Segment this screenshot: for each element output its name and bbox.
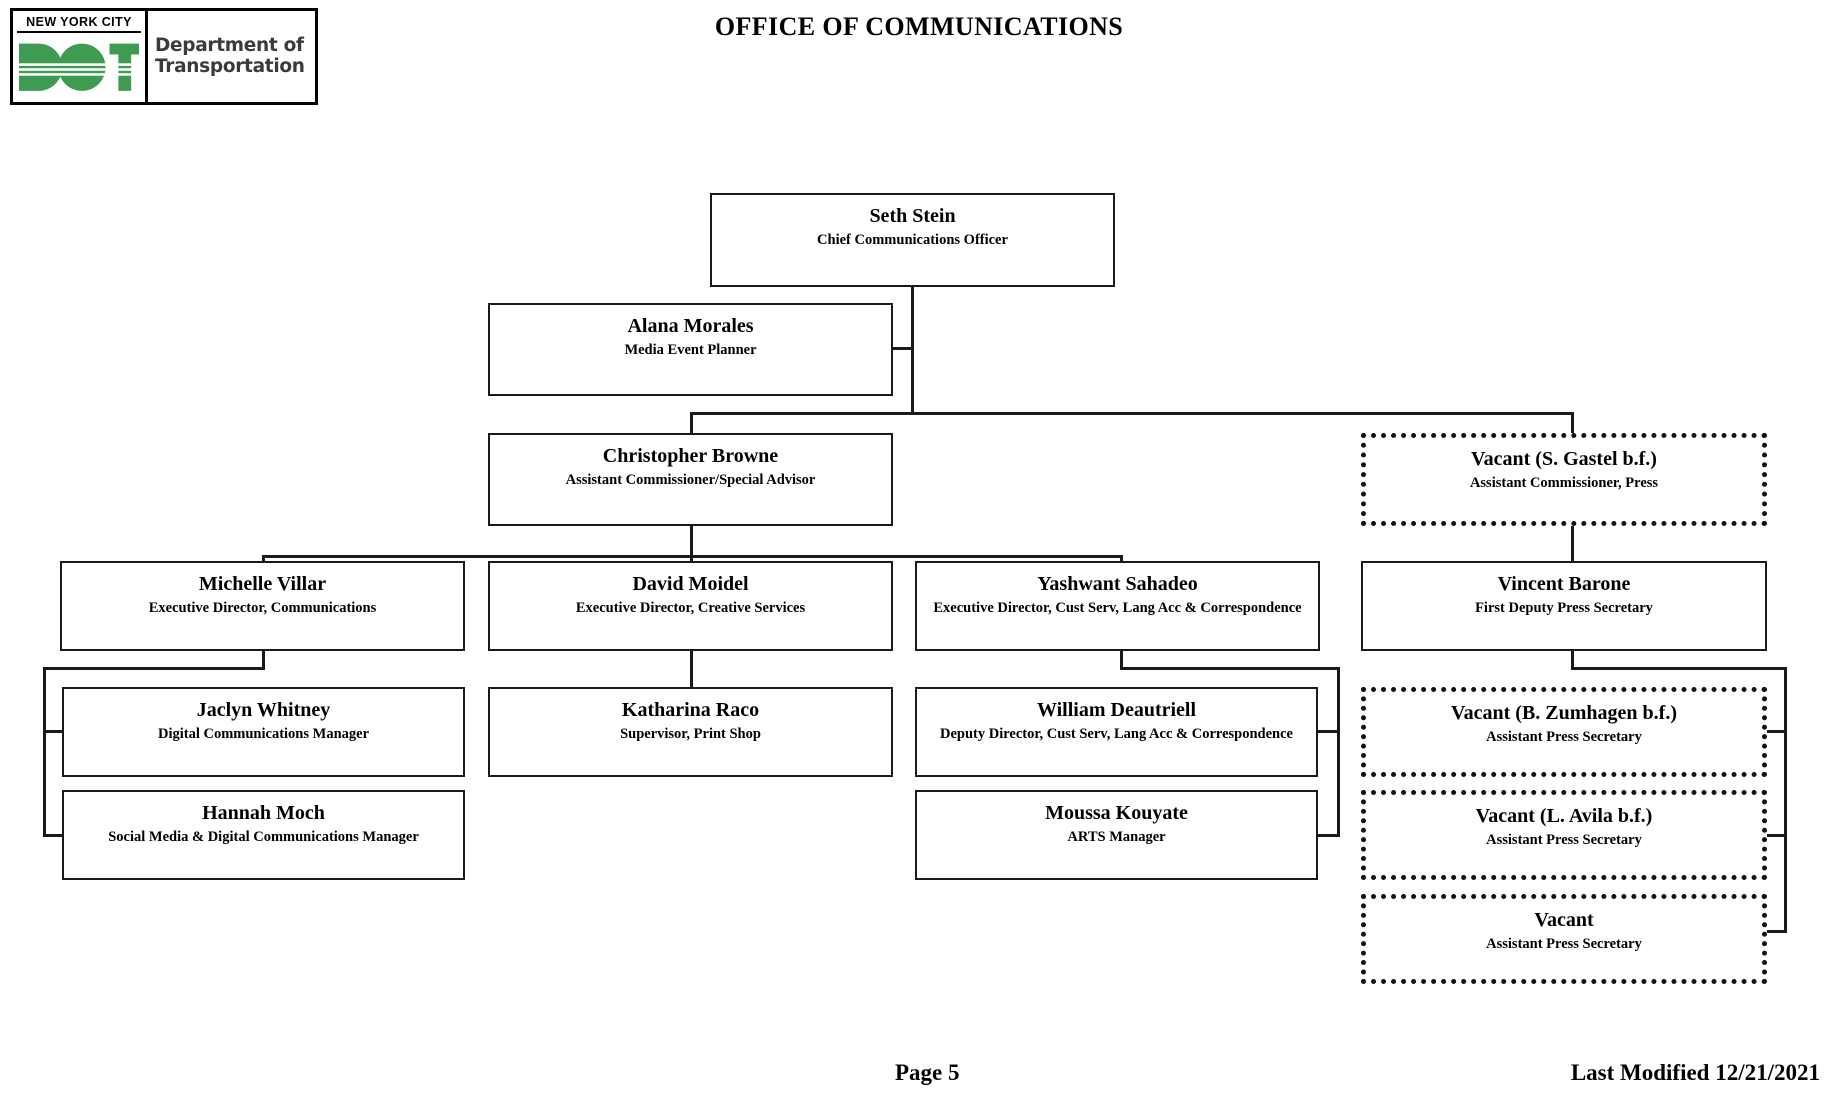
logo-department-line: Department of	[155, 34, 304, 56]
connector-drop-gastel	[1571, 412, 1574, 434]
org-node-title: Deputy Director, Cust Serv, Lang Acc & C…	[940, 725, 1293, 742]
connector-browne-down	[690, 524, 693, 557]
org-node-name: Michelle Villar	[198, 573, 327, 595]
org-node-title: Executive Director, Creative Services	[575, 599, 806, 616]
org-node-name: Jaclyn Whitney	[196, 699, 331, 721]
connector-barone-to-avila	[1766, 834, 1787, 837]
org-node-katharina-raco[interactable]: Katharina Raco Supervisor, Print Shop	[488, 687, 893, 777]
connector-seth-trunk	[911, 286, 914, 414]
connector-drop-moidel	[690, 555, 693, 561]
connector-sahadeo-to-deautriell	[1318, 730, 1340, 733]
org-node-title: Digital Communications Manager	[157, 725, 370, 742]
org-node-name: Vacant (L. Avila b.f.)	[1475, 805, 1653, 827]
org-node-william-deautriell[interactable]: William Deautriell Deputy Director, Cust…	[915, 687, 1318, 777]
org-node-vincent-barone[interactable]: Vincent Barone First Deputy Press Secret…	[1361, 561, 1767, 651]
connector-barone-spine	[1784, 667, 1787, 932]
org-node-name: Seth Stein	[869, 205, 956, 227]
connector-sahadeo-spine	[1337, 667, 1340, 837]
dot-logo-icon	[17, 36, 141, 99]
org-node-vacant-gastel[interactable]: Vacant (S. Gastel b.f.) Assistant Commis…	[1361, 433, 1767, 526]
logo-mark-panel: NEW YORK CITY	[13, 11, 148, 102]
org-node-title: Media Event Planner	[624, 341, 757, 358]
org-node-hannah-moch[interactable]: Hannah Moch Social Media & Digital Commu…	[62, 790, 465, 880]
footer-page-number: Page 5	[895, 1060, 960, 1085]
org-node-seth-stein[interactable]: Seth Stein Chief Communications Officer	[710, 193, 1115, 287]
org-node-title: Executive Director, Communications	[148, 599, 377, 616]
connector-drop-villar	[262, 555, 265, 561]
org-node-vacant-zumhagen[interactable]: Vacant (B. Zumhagen b.f.) Assistant Pres…	[1361, 687, 1767, 777]
footer-last-modified: Last Modified 12/21/2021	[1570, 1060, 1820, 1085]
org-node-christopher-browne[interactable]: Christopher Browne Assistant Commissione…	[488, 433, 893, 526]
org-node-title: Assistant Commissioner/Special Advisor	[565, 471, 816, 488]
connector-villar-down	[262, 649, 265, 669]
org-node-vacant-avila[interactable]: Vacant (L. Avila b.f.) Assistant Press S…	[1361, 790, 1767, 880]
page-title: OFFICE OF COMMUNICATIONS	[714, 12, 1124, 41]
org-node-name: David Moidel	[632, 573, 749, 595]
connector-barone-to-zumhagen	[1766, 730, 1787, 733]
org-node-alana-morales[interactable]: Alana Morales Media Event Planner	[488, 303, 893, 396]
org-node-name: Moussa Kouyate	[1045, 802, 1188, 824]
org-node-name: Vincent Barone	[1497, 573, 1631, 595]
org-node-michelle-villar[interactable]: Michelle Villar Executive Director, Comm…	[60, 561, 465, 651]
org-node-name: William Deautriell	[1036, 699, 1197, 721]
dot-letters-icon	[18, 43, 140, 91]
org-node-title: ARTS Manager	[1067, 828, 1166, 845]
org-node-name: Vacant	[1534, 909, 1594, 931]
connector-level1-bus	[690, 412, 1574, 415]
connector-sahadeo-to-kouyate	[1318, 834, 1340, 837]
logo-city-text: NEW YORK CITY	[17, 16, 141, 33]
connector-villar-to-whitney	[43, 730, 65, 733]
org-node-title: Assistant Press Secretary	[1486, 831, 1642, 848]
org-node-vacant-assistant-press-secretary[interactable]: Vacant Assistant Press Secretary	[1361, 894, 1767, 984]
org-node-title: Assistant Press Secretary	[1486, 728, 1642, 745]
org-node-jaclyn-whitney[interactable]: Jaclyn Whitney Digital Communications Ma…	[62, 687, 465, 777]
org-node-title: Chief Communications Officer	[817, 231, 1008, 248]
org-node-name: Hannah Moch	[202, 802, 325, 824]
org-node-moussa-kouyate[interactable]: Moussa Kouyate ARTS Manager	[915, 790, 1318, 880]
logo-agency-panel: Department of Transportation	[148, 11, 315, 102]
org-node-title: Assistant Commissioner, Press	[1469, 474, 1659, 491]
connector-barone-down	[1571, 649, 1574, 669]
connector-drop-browne	[690, 412, 693, 439]
connector-sahadeo-down	[1120, 649, 1123, 669]
connector-villar-elbow-top	[43, 667, 265, 670]
connector-drop-sahadeo	[1120, 555, 1123, 561]
org-node-name: Yashwant Sahadeo	[1037, 573, 1198, 595]
org-node-name: Alana Morales	[627, 315, 754, 337]
org-node-name: Christopher Browne	[602, 445, 779, 467]
org-node-title: Assistant Press Secretary	[1486, 935, 1642, 952]
org-node-name: Katharina Raco	[621, 699, 760, 721]
connector-barone-elbow-top	[1571, 667, 1787, 670]
org-node-title: Executive Director, Cust Serv, Lang Acc …	[933, 599, 1302, 616]
org-node-name: Vacant (S. Gastel b.f.)	[1471, 448, 1657, 470]
nyc-dot-logo: NEW YORK CITY	[10, 8, 318, 105]
connector-gastel-to-barone	[1571, 521, 1574, 561]
org-node-title: Social Media & Digital Communications Ma…	[108, 828, 419, 845]
connector-moidel-to-raco	[690, 649, 693, 687]
connector-sahadeo-elbow-top	[1120, 667, 1340, 670]
connector-barone-to-vacant-aps	[1766, 930, 1787, 933]
org-node-david-moidel[interactable]: David Moidel Executive Director, Creativ…	[488, 561, 893, 651]
org-node-title: Supervisor, Print Shop	[620, 725, 761, 742]
org-node-yashwant-sahadeo[interactable]: Yashwant Sahadeo Executive Director, Cus…	[915, 561, 1320, 651]
connector-villar-spine	[43, 667, 46, 837]
connector-seth-to-alana	[893, 347, 914, 350]
connector-villar-to-moch	[43, 834, 65, 837]
org-node-title: First Deputy Press Secretary	[1475, 599, 1653, 616]
logo-transportation-line: Transportation	[155, 55, 305, 77]
org-node-name: Vacant (B. Zumhagen b.f.)	[1451, 702, 1677, 724]
